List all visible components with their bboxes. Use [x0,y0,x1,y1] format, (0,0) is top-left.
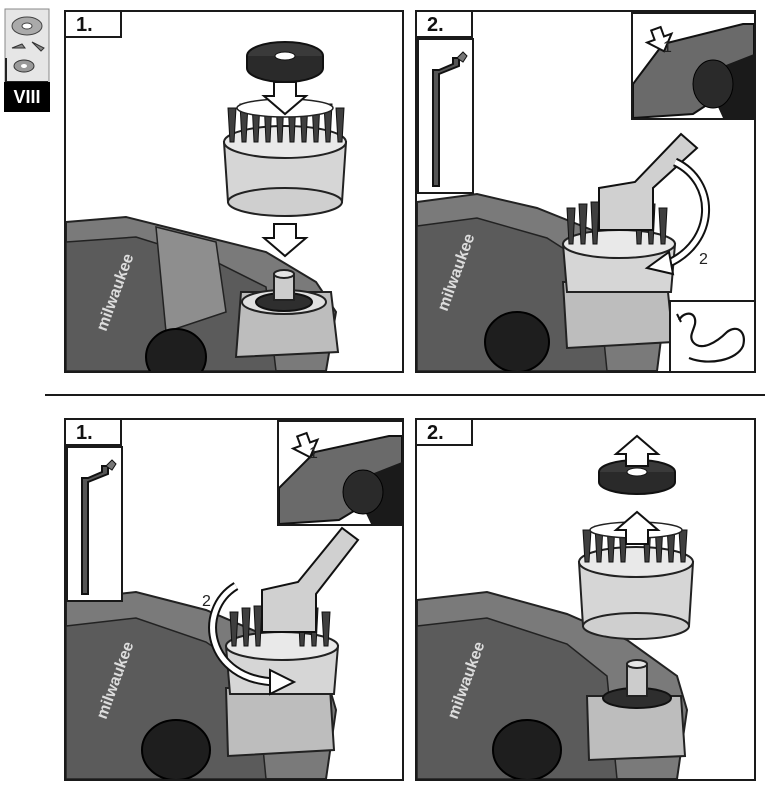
step-number: 1. [66,12,122,38]
inset-step-label: 1 [309,445,318,462]
inset-step-label: 1 [663,39,672,56]
rotate-arrow-icon [269,668,297,696]
illustration-tighten-brush: milwaukee 2 [417,132,711,371]
down-arrow-icon [261,223,309,258]
spindle-lock-inset: 1 [631,12,754,120]
step-number: 1. [66,420,122,446]
panel-top-left: 1. milwaukee [64,10,404,373]
panel-bottom-right: 2. milwaukee [415,418,756,781]
up-arrow-icon [613,434,661,467]
up-arrow-icon [613,510,661,545]
rotate-arrow-icon [644,250,675,276]
press-arrow-icon [290,431,320,459]
step-number: 2. [417,12,473,38]
section-divider [45,394,765,396]
panel-bottom-left: 1. 1 milwaukee 2 [64,418,404,781]
down-arrow-icon [261,81,309,116]
section-label: VIII [4,82,50,112]
strength-inset [669,300,754,371]
press-arrow-icon [644,25,674,53]
rotation-step-label: 2 [202,593,211,610]
flexed-arm-icon [676,312,745,363]
illustration-remove-flange: milwaukee [66,41,348,371]
spindle-lock-inset: 1 [277,420,402,526]
step-number: 2. [417,420,473,446]
wrench-inset [66,446,123,602]
spanner-wrench-icon [432,51,468,187]
wrench-inset [417,38,474,194]
accessory-parts-icon [4,8,50,84]
panel-top-right: 2. 1 milwaukee [415,10,756,373]
illustration-lift-off-brush: milwaukee [417,434,695,779]
illustration-loosen-brush: milwaukee 2 [66,526,360,779]
spanner-wrench-icon [81,459,117,595]
rotation-step-label: 2 [699,251,708,268]
section-icon [4,8,50,114]
